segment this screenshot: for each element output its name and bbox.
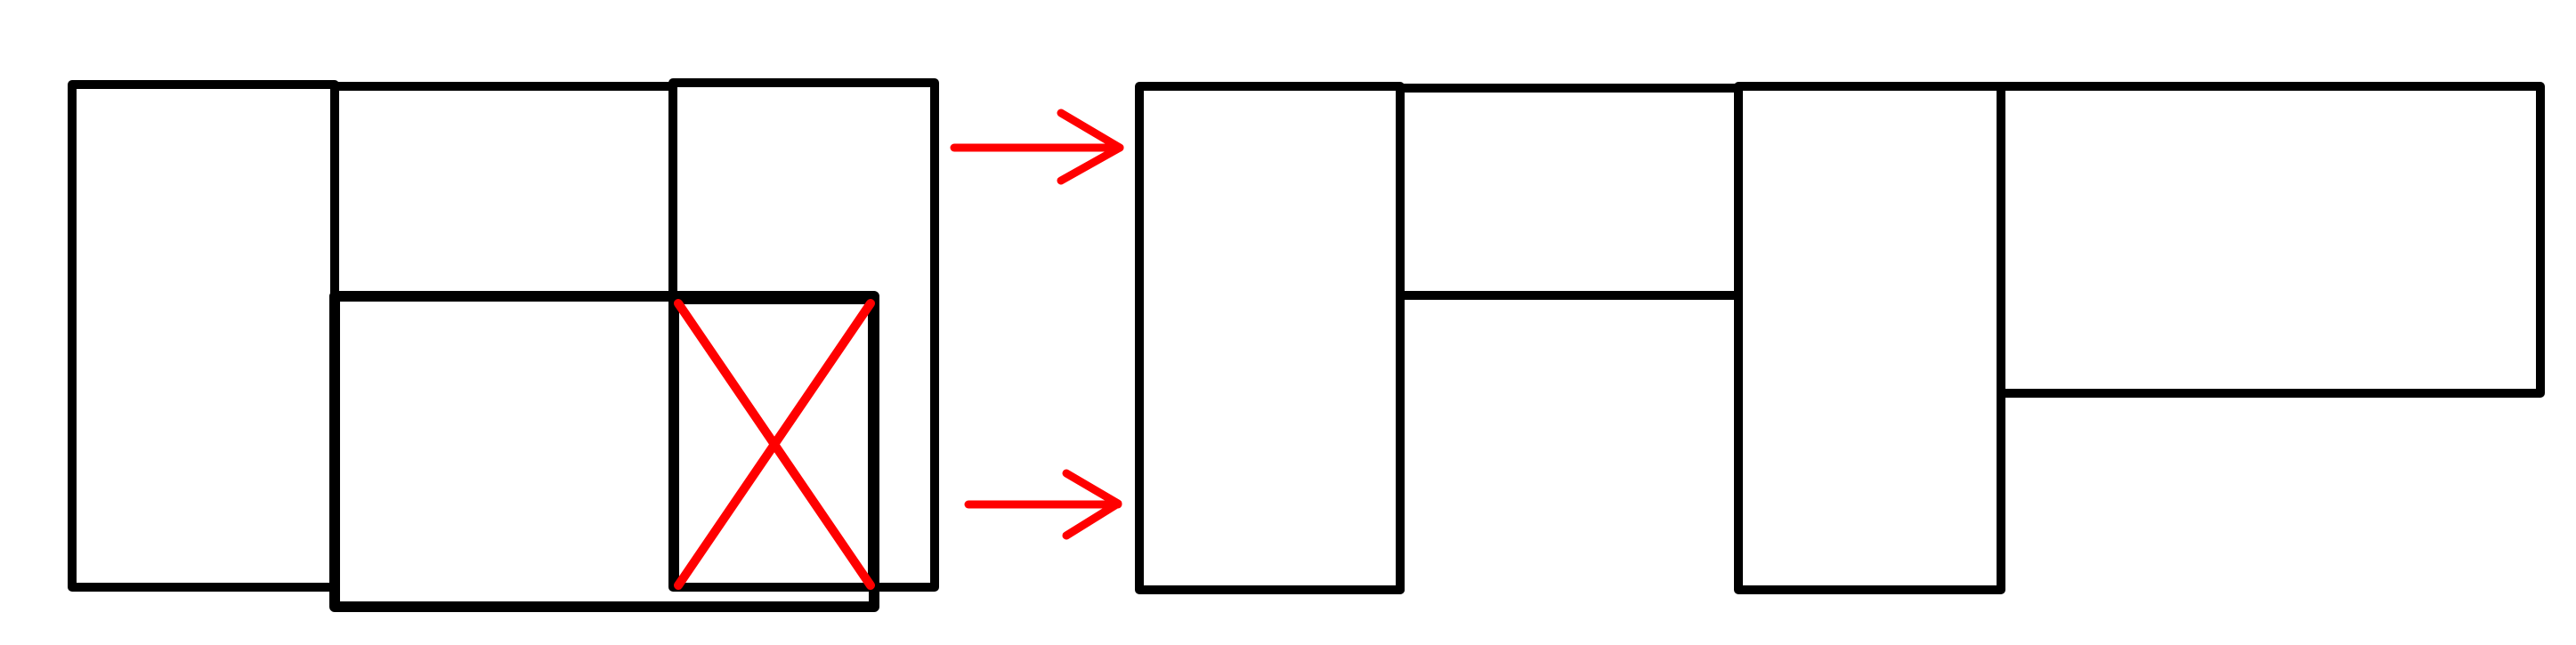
right-panel-2-top [1396,84,1743,300]
top-arrow-head [1057,109,1124,185]
left-bottom-wide-panel [329,291,879,612]
right-layout-group [1135,82,2545,594]
top-arrow [950,109,1124,185]
left-tall-panel [68,80,339,592]
left-crossed-panel [670,295,877,592]
right-panel-1 [1135,82,1405,594]
cross-out-stroke-2 [674,299,875,590]
left-layout-group [68,78,939,612]
left-top-middle-panel [330,82,677,301]
right-panel-4-wide [1997,82,2545,398]
left-right-tall-panel [668,78,939,592]
bottom-arrow [964,469,1122,540]
bottom-arrow-head [1062,469,1122,540]
right-panel-3 [1734,82,2005,594]
